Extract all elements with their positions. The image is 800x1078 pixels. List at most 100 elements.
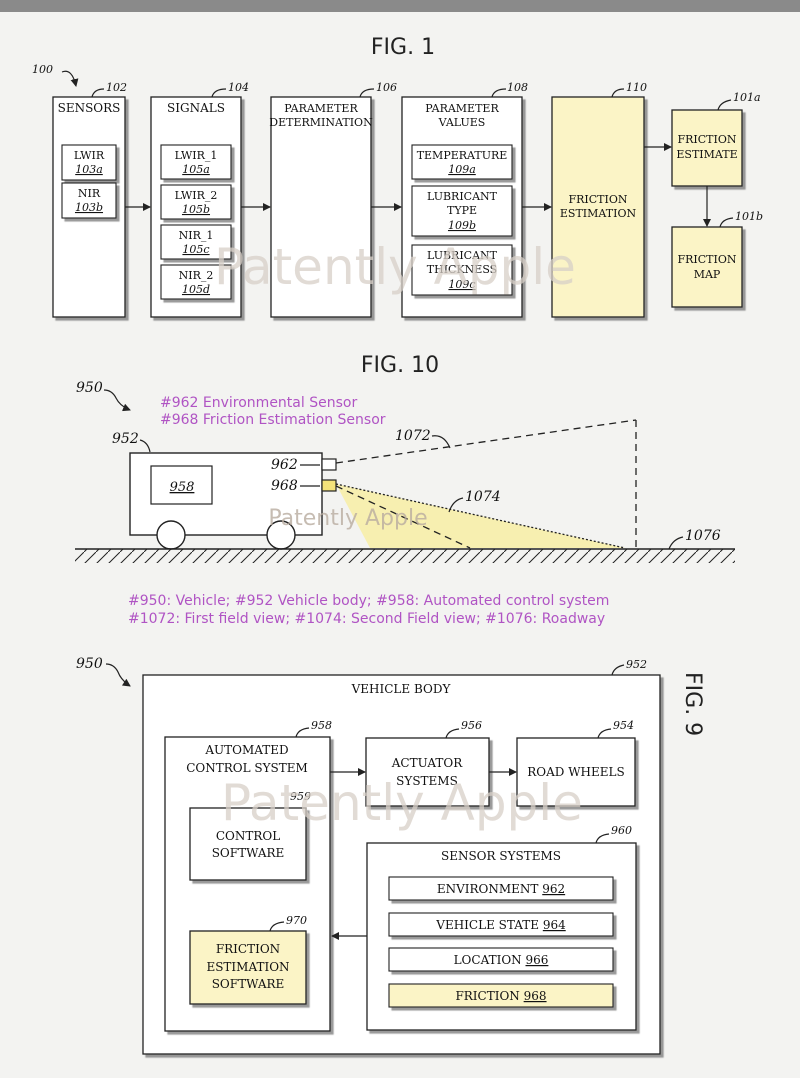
ref-101b: 101b: [735, 210, 763, 223]
ref-958-fig9: 958: [311, 719, 332, 732]
ref-950-leader: [103, 389, 131, 412]
friction-estimate-block: 101a FRICTION ESTIMATE: [671, 91, 761, 187]
ref-952-fig10: 952: [112, 431, 139, 447]
watermark-2: Patently Apple: [268, 506, 427, 531]
note-968: #968 Friction Estimation Sensor: [160, 412, 386, 428]
environmental-sensor: [321, 458, 337, 471]
sensors-block: 102 SENSORS LWIR 103a NIR 103b: [52, 81, 127, 318]
control-sw-line1: CONTROL: [216, 829, 280, 843]
ref-952: 952: [626, 658, 647, 671]
ref-962: 962: [271, 457, 298, 473]
sensor-item-friction: [388, 983, 614, 1008]
sensor-item-label: LOCATION 966: [454, 953, 549, 967]
ref-952-leader: [139, 439, 151, 453]
nir-ref: 103b: [75, 201, 103, 214]
lub-thick-line2: THICKNESS: [427, 263, 497, 276]
sensor-item-location: [388, 947, 614, 972]
ref-108: 108: [507, 81, 528, 94]
friction-map-line1: FRICTION: [677, 253, 736, 266]
caption-line-1: #950: Vehicle; #952 Vehicle body; #958: …: [128, 593, 609, 609]
friction-est-line1: FRICTION: [568, 193, 627, 206]
fov-1074-edge: [335, 485, 471, 549]
friction-estimation-software: [189, 930, 307, 1005]
ref-tick: [595, 833, 610, 844]
note-962: #962 Environmental Sensor: [160, 395, 357, 411]
parameter-values-block: 108 PARAMETER VALUES TEMPERATURE 109a LU…: [401, 81, 528, 318]
actuator-line2: SYSTEMS: [396, 774, 458, 788]
ref-958: 958: [170, 480, 195, 495]
param-values-line2: VALUES: [438, 116, 486, 129]
lub-type-line2: TYPE: [447, 204, 477, 217]
watermark-3: Patently Apple: [221, 774, 583, 832]
sensor-item-label: VEHICLE STATE 964: [435, 918, 566, 932]
ref-950-fig9-leader: [105, 663, 131, 687]
ref-968: 968: [271, 478, 298, 494]
friction-estimate-line1: FRICTION: [677, 133, 736, 146]
temperature-ref: 109a: [448, 163, 476, 176]
ref-950-fig9: 950: [76, 656, 103, 672]
ref-106: 106: [376, 81, 397, 94]
ref-100-leader: [61, 70, 79, 87]
ref-tick: [597, 728, 612, 739]
fig1: FIG. 1 100 102 SENSORS LWIR 103a NIR 103…: [32, 35, 763, 318]
actuator-systems: [365, 737, 490, 807]
sensors-label: SENSORS: [58, 101, 121, 115]
nir-label: NIR: [78, 187, 101, 200]
signals-block: 104 SIGNALS LWIR_1 105a LWIR_2 105b NIR_…: [150, 81, 249, 318]
param-det-line2: DETERMINATION: [269, 116, 373, 129]
fig10: FIG. 10 950 #962 Environmental Sensor #9…: [75, 353, 735, 627]
signal-item-ref: 105d: [182, 283, 210, 296]
friction-map-line2: MAP: [694, 268, 721, 281]
ref-956: 956: [461, 719, 482, 732]
friction-estimation-block: 110 FRICTION ESTIMATION: [551, 81, 647, 318]
ref-tick: [295, 727, 310, 738]
friction-map-block: 101b FRICTION MAP: [671, 210, 763, 308]
ref-1076-leader: [668, 536, 684, 550]
ref-960: 960: [611, 824, 632, 837]
ref-tick: [359, 88, 375, 98]
signal-item-label: NIR_2: [179, 269, 214, 282]
ref-102: 102: [106, 81, 127, 94]
signal-item-label: LWIR_1: [175, 149, 218, 162]
wheel-rear: [156, 520, 186, 550]
ref-tick: [491, 88, 507, 98]
signal-item-ref: 105a: [182, 163, 210, 176]
ref-tick: [611, 664, 625, 676]
ref-1072-leader: [431, 435, 451, 449]
lwir-ref: 103a: [75, 163, 103, 176]
parameter-determination-block: 106 PARAMETER DETERMINATION: [269, 81, 397, 318]
fov-1074-edge: [335, 483, 626, 549]
vehicle-body-label: VEHICLE BODY: [351, 682, 452, 696]
ref-104: 104: [228, 81, 249, 94]
ref-950-fig10: 950: [76, 380, 103, 396]
ref-970: 970: [286, 914, 307, 927]
sensor-item-label: FRICTION 968: [455, 989, 546, 1003]
lub-type-ref: 109b: [448, 219, 476, 232]
lub-thick-line1: LUBRICANT: [427, 249, 498, 262]
watermark-1: Patently Apple: [214, 238, 576, 296]
sensor-item-label: ENVIRONMENT 962: [437, 882, 565, 896]
signal-item-ref: 105c: [182, 243, 209, 256]
lub-thick-ref: 109c: [448, 278, 475, 291]
temperature-label: TEMPERATURE: [417, 149, 508, 162]
friction-sw-line3: SOFTWARE: [212, 977, 285, 991]
fig10-title: FIG. 10: [361, 353, 439, 378]
top-bar: [0, 0, 800, 12]
friction-sw-line2: ESTIMATION: [206, 960, 289, 974]
acs-line1: AUTOMATED: [204, 743, 288, 757]
lwir-label: LWIR: [74, 149, 105, 162]
fov-1072-edge: [335, 419, 637, 464]
friction-estimate-line2: ESTIMATE: [676, 148, 737, 161]
sensor-item-vehicle-state: [388, 912, 614, 937]
fig1-title: FIG. 1: [371, 35, 435, 60]
ref-100: 100: [32, 63, 53, 76]
param-values-line1: PARAMETER: [425, 102, 499, 115]
signal-item-ref: 105b: [182, 203, 210, 216]
control-sw-line2: SOFTWARE: [212, 846, 285, 860]
road-wheels: [516, 737, 636, 807]
signal-item-label: NIR_1: [179, 229, 214, 242]
ref-tick: [211, 88, 227, 98]
ref-1076: 1076: [685, 528, 721, 544]
signals-label: SIGNALS: [167, 101, 225, 115]
